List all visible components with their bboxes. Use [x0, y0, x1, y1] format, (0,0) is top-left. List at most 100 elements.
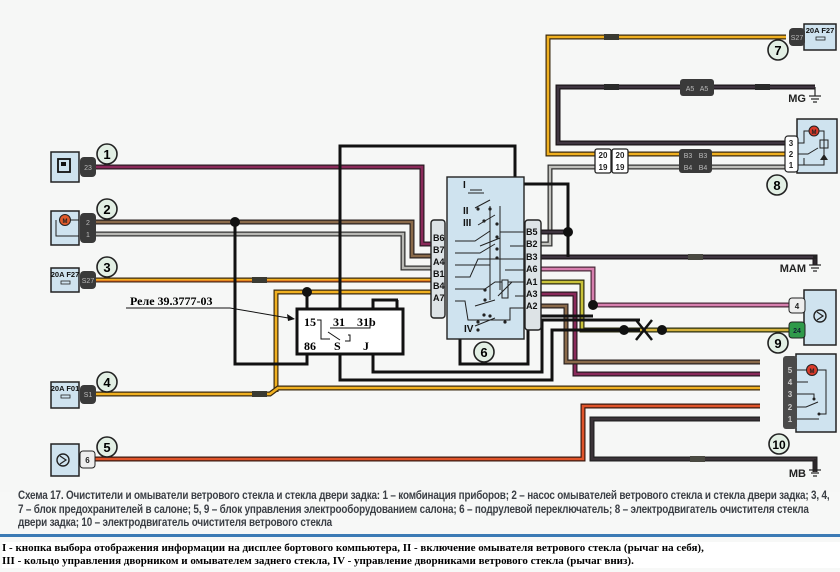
position-III: III	[463, 218, 472, 229]
connector-20-19: 20 20 19 19	[594, 148, 629, 174]
wire-splice	[755, 84, 770, 90]
junction-dot	[302, 287, 312, 297]
pin-label: S27	[82, 278, 95, 285]
fuse-icon	[60, 394, 71, 399]
pin-label: 24	[793, 328, 801, 335]
component-number-7: 7	[774, 43, 781, 58]
wire-2-to-A4	[95, 219, 435, 259]
motor-icon: M	[59, 214, 71, 226]
wire-2-to-B1	[95, 231, 435, 271]
junction-dot	[563, 227, 573, 237]
junction-dots	[230, 217, 667, 335]
pin-label: A3	[526, 289, 538, 299]
ground-icon	[809, 257, 821, 272]
component-number-8: 8	[773, 178, 780, 193]
pin-label: S27	[791, 35, 804, 42]
wire-A6-to-9-pin4	[541, 266, 790, 308]
relay-body	[295, 307, 405, 356]
pin-label: 19	[599, 163, 608, 172]
wiring-diagram: 15 31 31b 86 S J Реле 39.3777-03 B6 B7 A…	[50, 23, 838, 480]
pin-label: A6	[526, 264, 538, 274]
relay-pin-S: S	[334, 339, 341, 353]
wire-5-to-10-pin2	[95, 403, 760, 462]
pin-label: B5	[526, 227, 538, 237]
body-control-unit-9: 4 24 9	[767, 289, 837, 354]
wires	[95, 34, 818, 472]
wire-splice	[252, 277, 267, 283]
ground-label: MG	[788, 93, 806, 105]
washer-pump: 2 1 M 2	[50, 198, 118, 246]
fuse-rating: 20A F27	[806, 26, 835, 35]
junction-dot	[619, 325, 629, 335]
figure-caption: Схема 17. Очистители и омыватели ветрово…	[18, 490, 830, 529]
pin-label: B3	[684, 153, 693, 160]
pin-label: A4	[433, 257, 445, 267]
junction-dot	[588, 300, 598, 310]
body-control-unit-5: 6 5	[50, 436, 118, 477]
pin-label: B4	[433, 281, 445, 291]
component-number-9: 9	[774, 336, 781, 351]
fuse-icon	[60, 280, 71, 285]
motor-icon: M	[808, 125, 820, 137]
ground-icon	[809, 87, 821, 103]
wire-splice	[252, 391, 267, 397]
diode-icon	[820, 154, 828, 160]
ground-icon	[809, 459, 821, 477]
pin-label: 19	[616, 163, 625, 172]
component-number-10: 10	[772, 438, 786, 452]
pin-label: A7	[433, 293, 445, 303]
wire-B2-to-8-pin1	[541, 164, 790, 247]
caption-divider	[0, 534, 840, 537]
steering-column-switch: B6 B7 A4 B1 B4 A7 B5 B2 B3 A6 A1 A3 A2 I…	[430, 176, 542, 363]
pin-label: A5	[700, 86, 709, 93]
connector-b3-b4: B3 B3 B4 B4	[679, 149, 712, 173]
component-number-3: 3	[103, 260, 110, 275]
pin-label: 20	[616, 151, 625, 160]
pin-label: B4	[699, 165, 708, 172]
pin-label: 3	[788, 390, 793, 399]
rear-wiper-motor: 3 2 1 M 8	[766, 118, 838, 196]
pin-label: A1	[526, 277, 538, 287]
pin-label: A5	[686, 86, 695, 93]
windshield-wiper-motor: 5 4 3 2 1 M 10	[768, 353, 837, 455]
wire-7-to-8-pin2	[545, 34, 790, 157]
junction-dot	[230, 217, 240, 227]
pin-label: B1	[433, 269, 445, 279]
relay-label: Реле 39.3777-03	[130, 294, 213, 308]
motor-label: M	[812, 130, 817, 136]
wire-splice	[690, 456, 705, 462]
pin-label: 2	[788, 403, 793, 412]
position-II: II	[463, 206, 469, 217]
pin-label: 1	[86, 232, 90, 239]
pin-label: 1	[788, 415, 793, 424]
fuse-rating: 20A F01	[51, 384, 80, 393]
note-line-2: III - кольцо управления дворником и омыв…	[2, 555, 634, 567]
thermal-switch-icon	[819, 139, 829, 149]
switch-position-notes: I - кнопка выбора отображения информации…	[2, 542, 840, 568]
pin-label: 3	[789, 139, 794, 148]
fuse-block-4: S1 20A F01 4	[50, 371, 118, 409]
motor-label: M	[63, 219, 68, 225]
pin-label: B2	[526, 239, 538, 249]
wiper-symbol-icon	[813, 309, 827, 323]
relay-contact-icon	[317, 319, 371, 342]
pin-label: B6	[433, 233, 445, 243]
switch-body	[446, 176, 525, 340]
wire-splice	[604, 34, 619, 40]
ground-label: MB	[789, 468, 806, 480]
wire-splice	[604, 84, 619, 90]
component-number-6: 6	[480, 345, 487, 360]
relay-pin-J: J	[363, 339, 369, 353]
connector-a5: A5 A5	[680, 79, 714, 96]
fuse-block-3: S27 20A F27 3	[50, 256, 118, 293]
position-I: I	[463, 180, 466, 191]
component-number-1: 1	[103, 147, 110, 162]
component-number-5: 5	[103, 440, 110, 455]
relay-pin-86: 86	[304, 339, 316, 353]
wiring-diagram-svg: 15 31 31b 86 S J Реле 39.3777-03 B6 B7 A…	[50, 23, 838, 480]
pin-label: A2	[526, 301, 538, 311]
relay-pin-15: 15	[304, 315, 316, 329]
pin-label: 4	[788, 378, 793, 387]
component-number-2: 2	[103, 202, 110, 217]
